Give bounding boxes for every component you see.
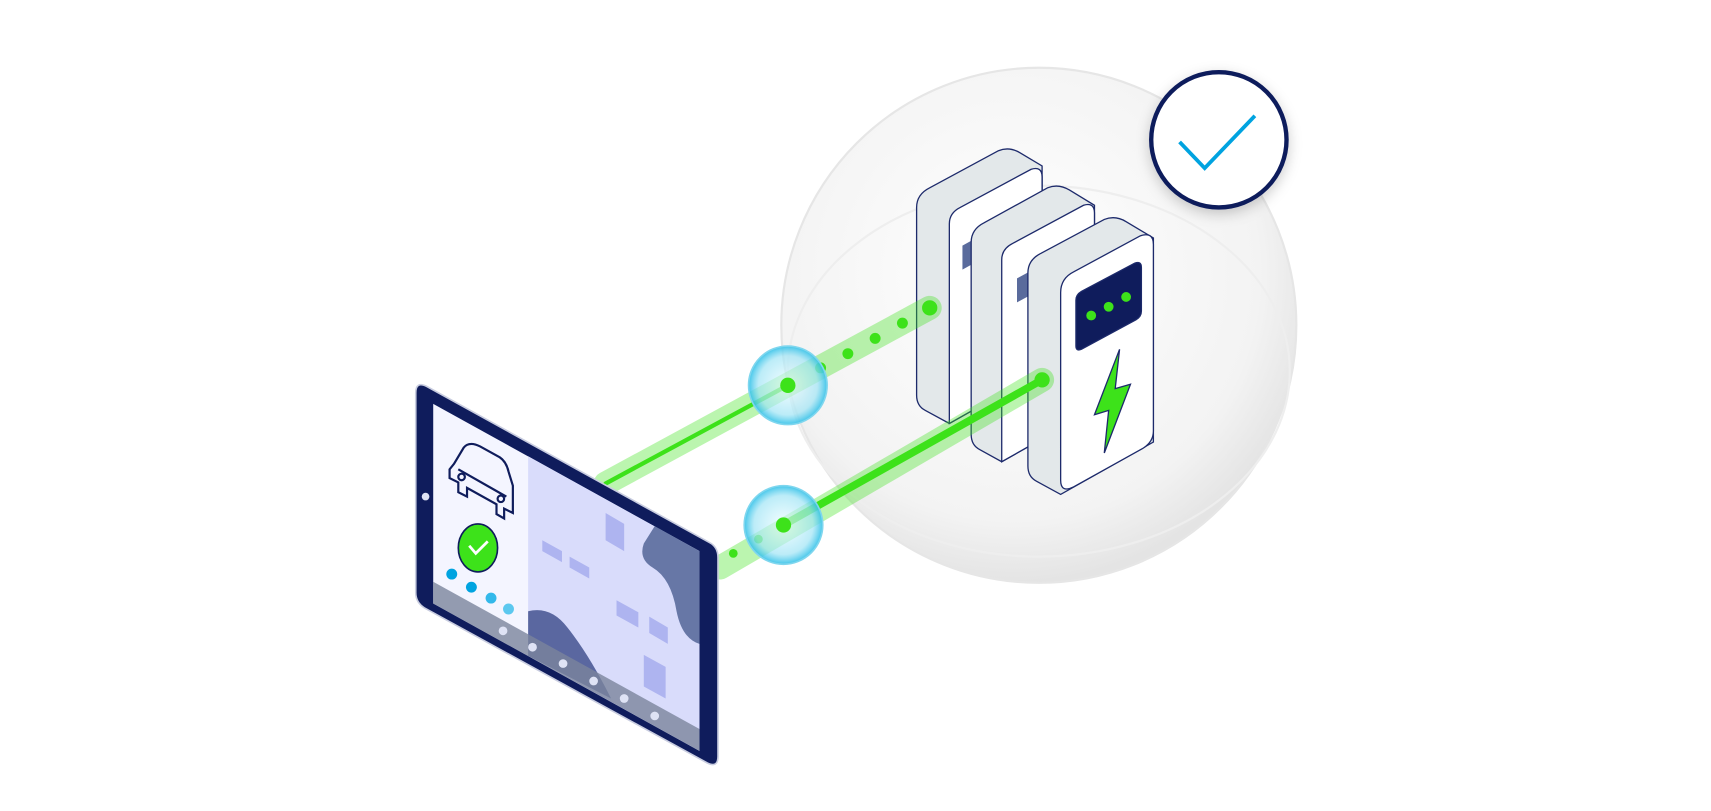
connection-bubble-icon — [747, 345, 828, 426]
checkmark-badge-icon — [1149, 69, 1289, 210]
ev-charger-icon — [915, 148, 1155, 496]
car-icon — [448, 442, 514, 521]
verified-check-icon — [457, 523, 499, 573]
tablet-icon — [414, 383, 719, 766]
lightning-bolt-icon — [1093, 349, 1132, 454]
connection-bubble-icon — [743, 484, 824, 566]
